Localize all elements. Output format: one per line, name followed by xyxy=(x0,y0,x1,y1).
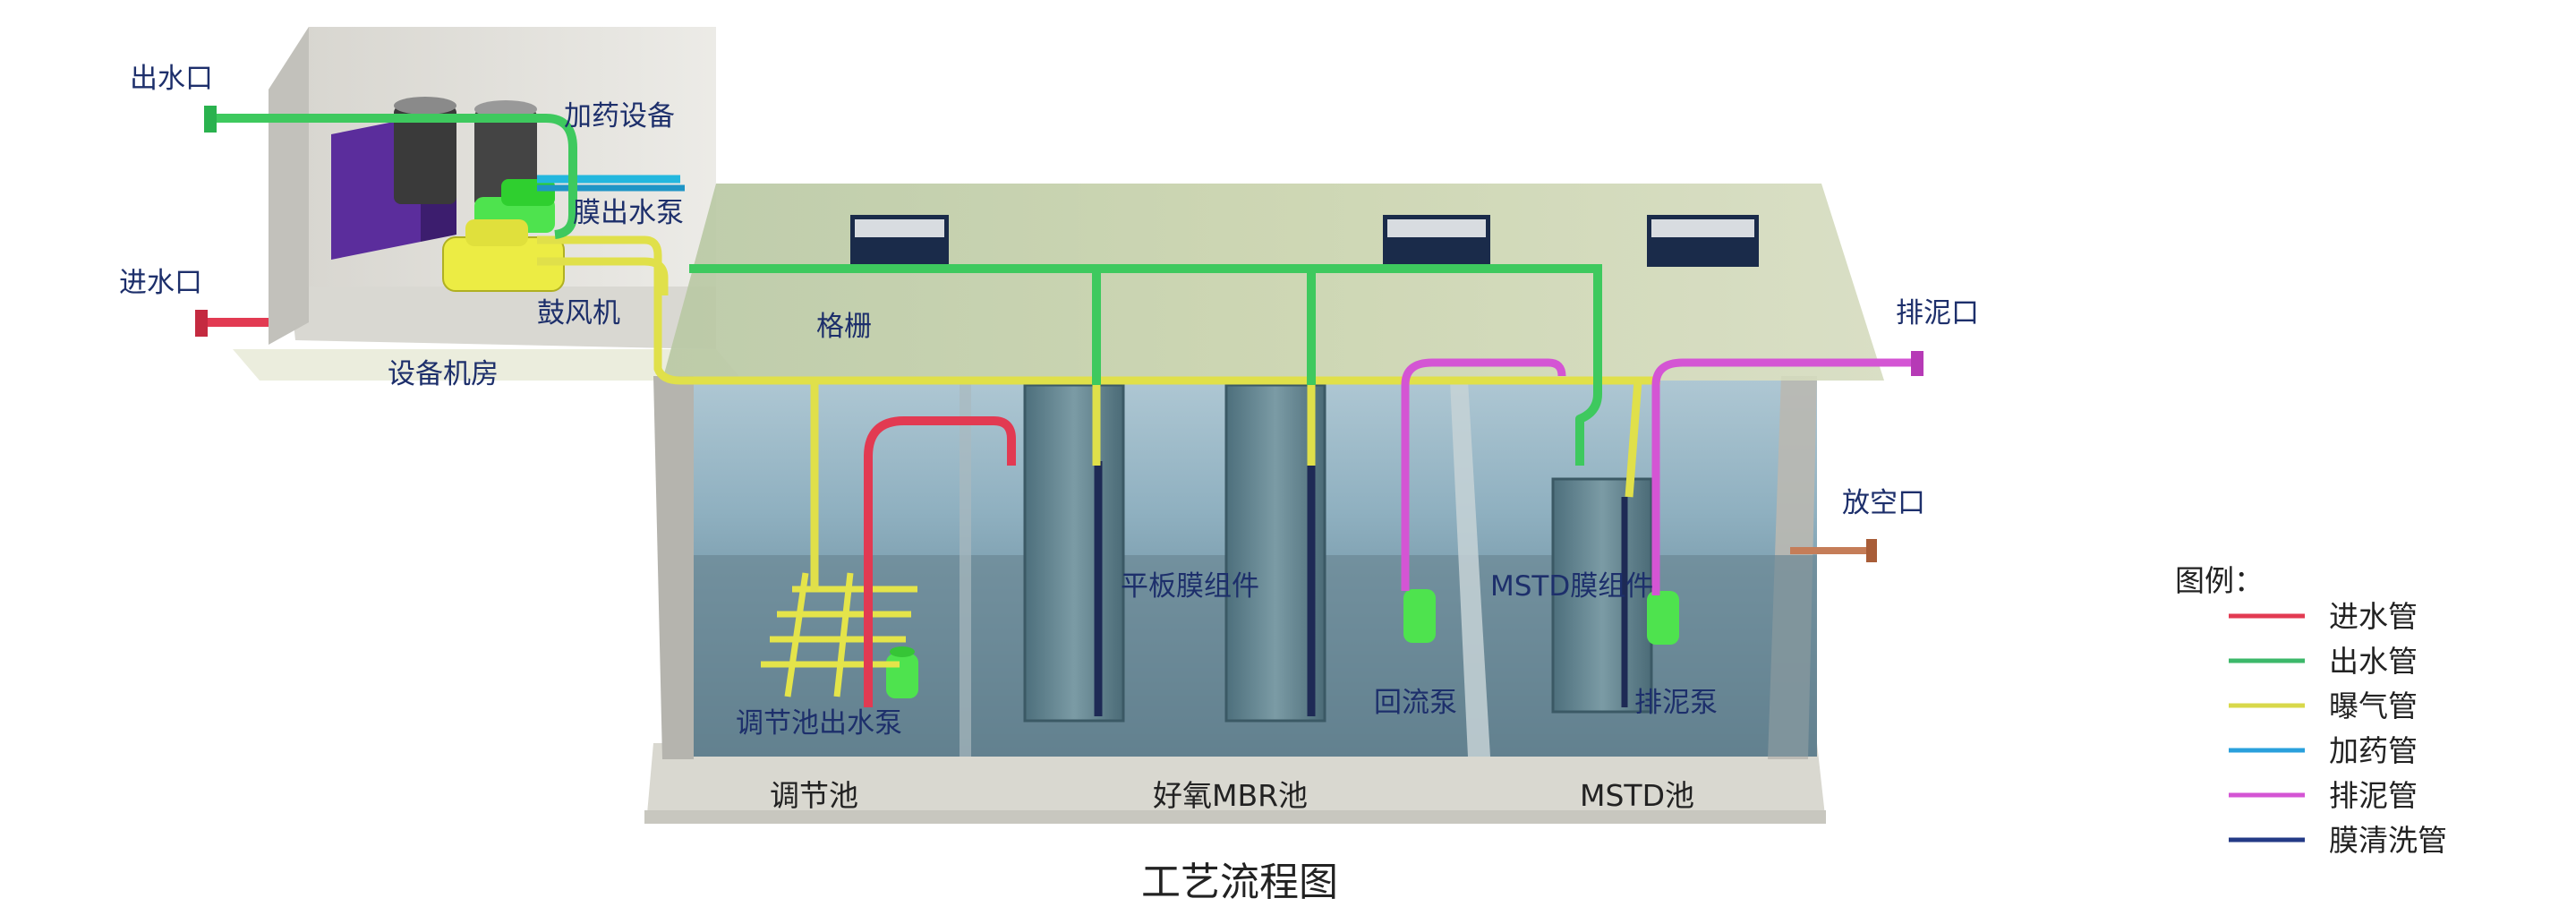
legend-item: 膜清洗管 xyxy=(2229,823,2447,858)
return-pump xyxy=(1403,589,1436,643)
legend-label: 膜清洗管 xyxy=(2329,823,2447,858)
mstd-membrane-module xyxy=(1551,477,1653,714)
legend-label: 进水管 xyxy=(2329,599,2418,634)
legend-item: 曝气管 xyxy=(2229,689,2418,723)
label-dosing-equipment: 加药设备 xyxy=(564,100,675,133)
legend-item: 进水管 xyxy=(2229,599,2418,634)
label-membrane-pump: 膜出水泵 xyxy=(573,197,684,229)
legend-title: 图例： xyxy=(2175,563,2264,598)
aeration-grid xyxy=(761,572,917,697)
legend-item: 出水管 xyxy=(2229,644,2418,679)
sludge-flange xyxy=(1911,351,1923,376)
label-sludge-pump: 排泥泵 xyxy=(1634,687,1718,719)
diagram-title: 工艺流程图 xyxy=(1141,860,1338,905)
label-grille: 格栅 xyxy=(816,311,872,343)
label-inlet: 进水口 xyxy=(119,267,202,299)
label-sludge-outlet: 排泥口 xyxy=(1896,297,1979,329)
label-outlet: 出水口 xyxy=(130,63,213,95)
label-adjustment-tank: 调节池 xyxy=(770,778,858,813)
label-mstd-membrane: MSTD膜组件 xyxy=(1490,570,1653,603)
legend-label: 加药管 xyxy=(2329,733,2418,768)
label-blower: 鼓风机 xyxy=(537,297,620,329)
equipment-room xyxy=(233,27,743,381)
flat-membrane-module-1 xyxy=(1023,383,1125,723)
legend-item: 排泥管 xyxy=(2229,778,2418,813)
vent-pipe xyxy=(1790,539,1877,562)
label-adj-pump: 调节池出水泵 xyxy=(736,707,902,740)
inlet-flange xyxy=(195,310,208,337)
label-return-pump: 回流泵 xyxy=(1374,687,1457,719)
label-mstd-tank: MSTD池 xyxy=(1580,778,1694,813)
legend-label: 曝气管 xyxy=(2329,689,2418,723)
legend-label: 出水管 xyxy=(2329,644,2418,679)
label-vent: 放空口 xyxy=(1842,487,1925,519)
outlet-flange xyxy=(204,106,217,133)
legend-item: 加药管 xyxy=(2229,733,2418,768)
sludge-pump xyxy=(1647,591,1679,645)
aeration-pipe xyxy=(537,235,1660,591)
legend-label: 排泥管 xyxy=(2329,778,2418,813)
label-flat-membrane: 平板膜组件 xyxy=(1121,570,1259,603)
inlet-pipe xyxy=(201,318,1016,707)
outlet-pipe xyxy=(215,114,1602,466)
sludge-pipe xyxy=(1401,358,1915,595)
label-equipment-room: 设备机房 xyxy=(388,358,499,390)
label-mbr-tank: 好氧MBR池 xyxy=(1153,778,1308,813)
